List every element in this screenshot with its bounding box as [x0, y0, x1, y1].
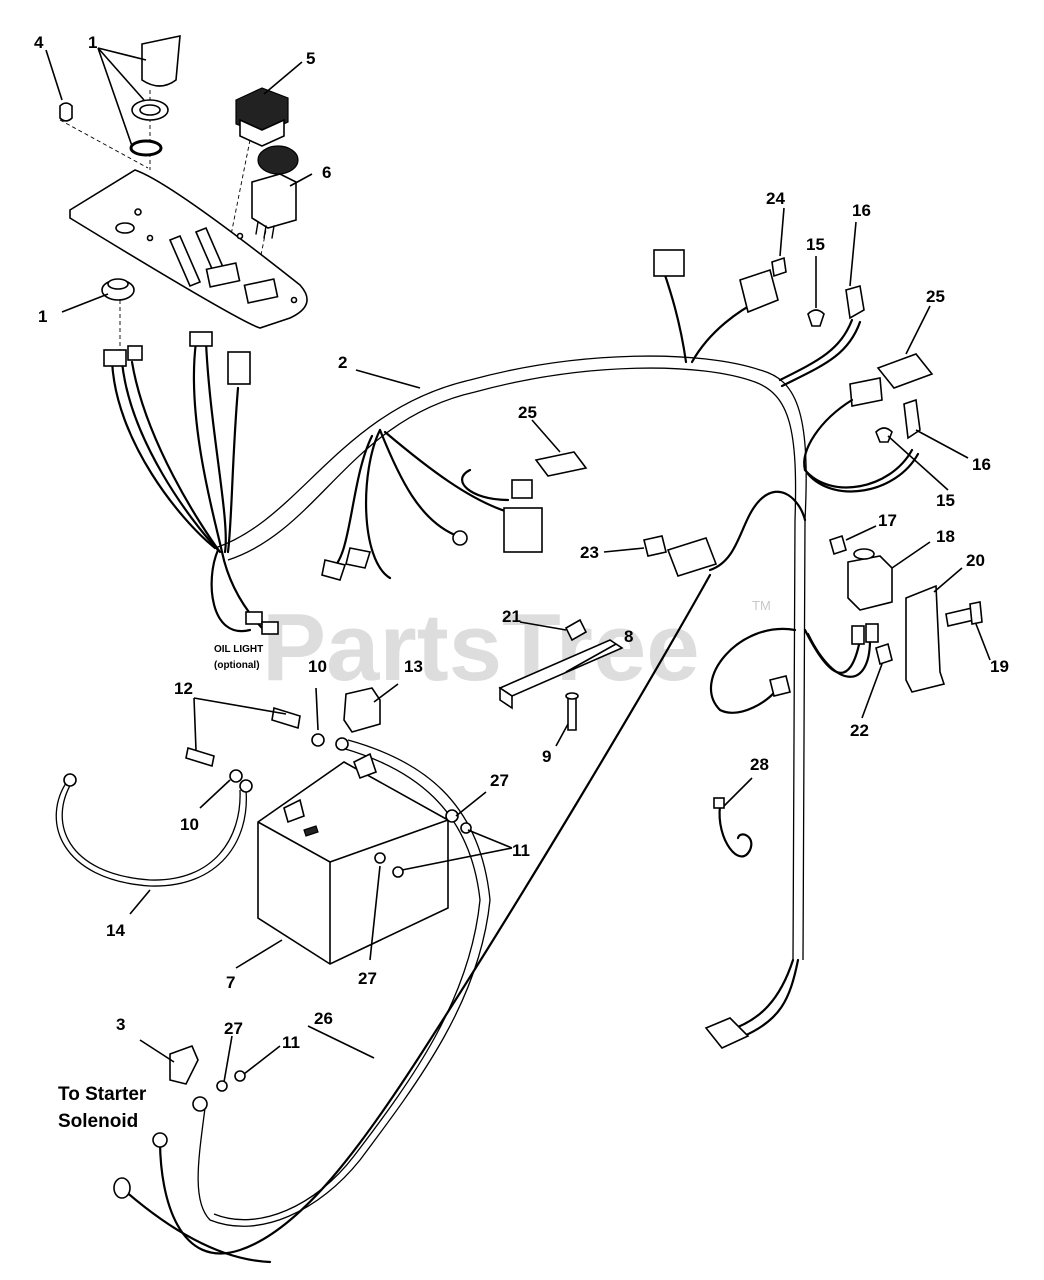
- ground-wire-28: [718, 804, 753, 858]
- starter-hardware: [169, 1044, 246, 1092]
- callout-18: 18: [936, 527, 955, 546]
- callout-3: 3: [116, 1015, 125, 1034]
- callout-26: 26: [314, 1009, 333, 1028]
- watermark-brand: PartsTree: [262, 594, 700, 701]
- washer-10b: [229, 769, 243, 783]
- callout-4: 4: [34, 33, 44, 52]
- callout-15-right: 15: [936, 491, 955, 510]
- callout-21: 21: [502, 607, 521, 626]
- callout-22: 22: [850, 721, 869, 740]
- nut-11b: [392, 866, 404, 878]
- oil-light-note: OIL LIGHT: [214, 644, 263, 655]
- watermark-trademark: TM: [752, 598, 771, 613]
- clip-24: [771, 256, 787, 278]
- callout-25-center: 25: [518, 403, 537, 422]
- callout-11-right: 11: [512, 841, 530, 860]
- callout-16-right: 16: [972, 455, 991, 474]
- battery-hardware: [55, 687, 472, 887]
- callout-10-bottom: 10: [180, 815, 199, 834]
- callout-24: 24: [766, 189, 785, 208]
- callout-8: 8: [624, 627, 633, 646]
- connector-bottom-right: [704, 1017, 750, 1049]
- bracket-20: [905, 584, 946, 693]
- washer-27a: [445, 809, 459, 823]
- callout-23: 23: [580, 543, 599, 562]
- screw-9: [567, 697, 577, 731]
- callout-27-lower: 27: [224, 1019, 243, 1038]
- washer-10a: [311, 733, 325, 747]
- callout-14: 14: [106, 921, 125, 940]
- connector-dash-b: [127, 345, 143, 361]
- key-switch-cap: [141, 34, 181, 87]
- callout-27-right: 27: [490, 771, 509, 790]
- plug-4: [59, 102, 73, 122]
- starter-note-line2: Solenoid: [58, 1111, 138, 1132]
- nut-22: [875, 642, 893, 666]
- callout-27-bottom: 27: [358, 969, 377, 988]
- diode-25-right: [876, 353, 934, 389]
- connector-center: [503, 507, 543, 553]
- callout-7: 7: [226, 973, 235, 992]
- callout-labels: 1 1 2 3 4 5 6 7 8 9 10 10 11 11 12 13 14…: [34, 33, 1009, 1052]
- callout-17: 17: [878, 511, 897, 530]
- nut-11a: [460, 822, 472, 834]
- callout-16-top: 16: [852, 201, 871, 220]
- callout-10-top: 10: [308, 657, 327, 676]
- nut-11c: [234, 1070, 246, 1082]
- callout-12: 12: [174, 679, 193, 698]
- washer-27c: [216, 1080, 228, 1092]
- callout-5: 5: [306, 49, 315, 68]
- boot-3: [169, 1044, 199, 1085]
- switch-16-top: [845, 284, 865, 320]
- pto-knob-6: [257, 145, 299, 175]
- connector-dash-c: [189, 331, 213, 347]
- callout-6: 6: [322, 163, 331, 182]
- battery-7: [257, 752, 449, 965]
- starter-note-line1: To Starter: [58, 1084, 147, 1105]
- diode-25-center: [534, 451, 588, 477]
- main-wire-harness: [103, 249, 934, 1049]
- callout-19: 19: [990, 657, 1009, 676]
- clip-21: [564, 618, 588, 642]
- callout-1-bottom: 1: [38, 307, 47, 326]
- ground-cable-14: [55, 779, 247, 887]
- callout-9: 9: [542, 747, 551, 766]
- callout-15-top: 15: [806, 235, 825, 254]
- callout-20: 20: [966, 551, 985, 570]
- rocker-switch-5: [235, 87, 289, 135]
- bolt-12a: [271, 706, 301, 730]
- connector-dash-d: [227, 351, 251, 385]
- bolt-19: [945, 607, 975, 627]
- callout-1-top: 1: [88, 33, 97, 52]
- nut-17: [829, 534, 847, 556]
- callout-28: 28: [750, 755, 769, 774]
- callout-13: 13: [404, 657, 423, 676]
- callout-2: 2: [338, 353, 347, 372]
- callout-11-bottom: 11: [282, 1033, 300, 1052]
- sensor-23: [643, 490, 807, 577]
- boot-13: [343, 687, 381, 733]
- dash-panel-assembly: [59, 34, 308, 350]
- bolt-15-top: [807, 309, 825, 327]
- main-ground-cable: [158, 573, 712, 1255]
- bolt-12b: [185, 746, 215, 768]
- connector-dash-a: [103, 349, 127, 367]
- switch-16-right: [903, 398, 921, 440]
- bolt-15-right: [875, 427, 893, 443]
- solenoid-18: [847, 555, 893, 611]
- oil-light-optional-note: (optional): [214, 660, 260, 671]
- positive-cable-26: [197, 739, 491, 1227]
- callout-25-right: 25: [926, 287, 945, 306]
- leader-lines: [45, 47, 991, 1083]
- solenoid-assembly: [829, 534, 983, 693]
- bracket-8: [498, 618, 624, 731]
